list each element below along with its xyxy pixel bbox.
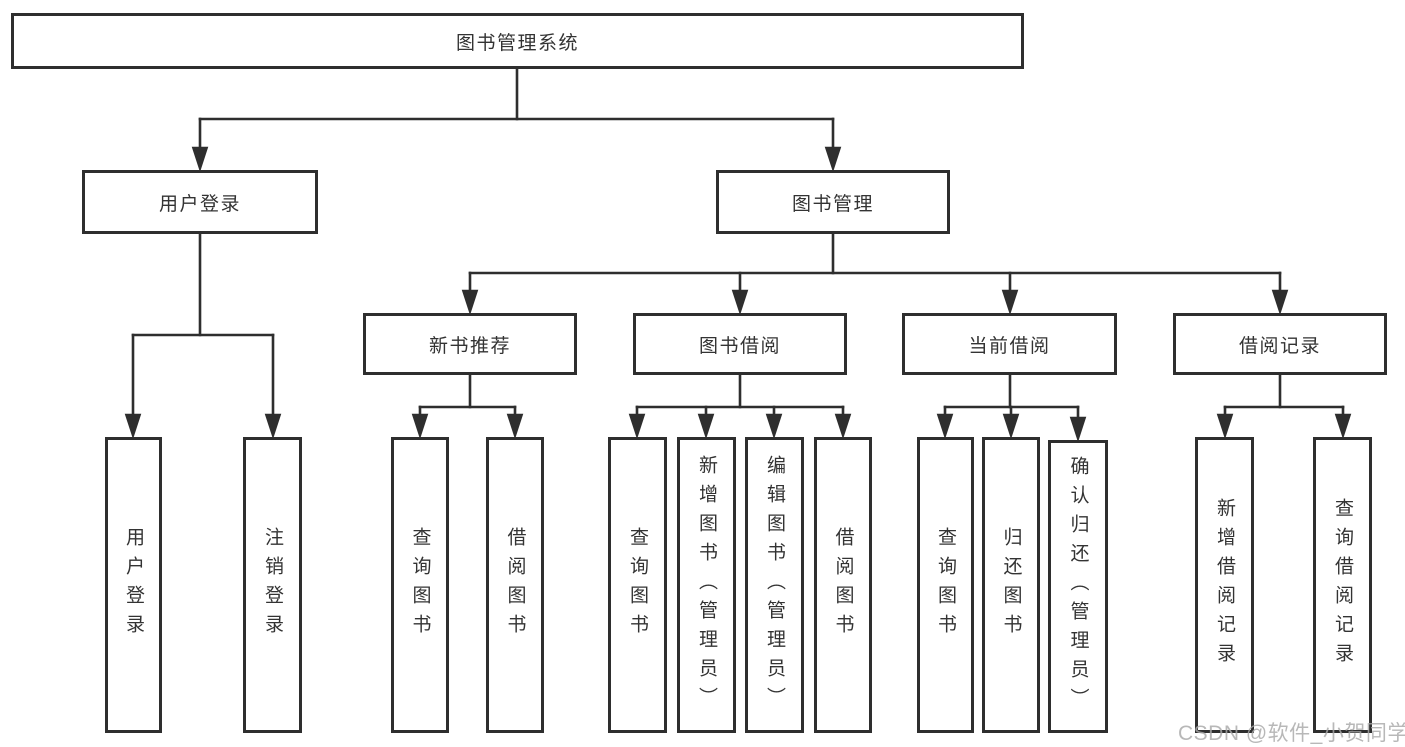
leaf-edit-books-admin: 编辑图书（管理员）	[745, 437, 804, 733]
node-label: 用户登录	[158, 193, 241, 215]
leaf-add-borrow-record: 新增借阅记录	[1195, 437, 1254, 733]
leaf-user-login: 用户登录	[105, 437, 162, 733]
node-label: 查询图书	[409, 527, 431, 643]
node-new-book-recommend: 新书推荐	[363, 313, 577, 375]
connectors-borrowing-records	[1216, 373, 1352, 440]
connectors-book-management	[461, 232, 1289, 316]
leaf-confirm-return-admin: 确认归还（管理员）	[1048, 440, 1108, 733]
connectors-new-book-recommend	[411, 373, 524, 440]
leaf-add-books-admin: 新增图书（管理员）	[677, 437, 736, 733]
node-label: 新书推荐	[428, 335, 511, 357]
node-label: 归还图书	[1000, 527, 1022, 643]
node-user-login: 用户登录	[82, 170, 318, 234]
node-label: 图书管理系统	[455, 32, 579, 54]
node-current-borrowing: 当前借阅	[902, 313, 1117, 375]
node-label: 新增借阅记录	[1214, 498, 1235, 672]
leaf-query-borrow-record: 查询借阅记录	[1313, 437, 1372, 733]
leaf-borrow-books: 借阅图书	[814, 437, 872, 733]
connectors-book-borrowing	[628, 373, 852, 440]
node-label: 注销登录	[262, 527, 283, 643]
leaf-query-books-current: 查询图书	[917, 437, 974, 733]
leaf-query-books-borrowing: 查询图书	[608, 437, 667, 733]
leaf-query-books-recommend: 查询图书	[391, 437, 449, 733]
node-label: 用户登录	[123, 527, 144, 643]
node-label: 新增图书（管理员）	[696, 454, 717, 716]
node-library-system: 图书管理系统	[11, 13, 1024, 69]
node-label: 图书借阅	[698, 335, 781, 357]
node-label: 当前借阅	[968, 335, 1051, 357]
node-label: 编辑图书（管理员）	[764, 454, 785, 716]
connectors-root	[191, 67, 842, 173]
node-label: 查询借阅记录	[1332, 498, 1353, 672]
connectors-user-login	[124, 232, 282, 440]
leaf-logout: 注销登录	[243, 437, 302, 733]
node-label: 借阅记录	[1238, 335, 1321, 357]
node-label: 查询图书	[627, 527, 648, 643]
leaf-borrow-books-recommend: 借阅图书	[486, 437, 544, 733]
node-label: 查询图书	[935, 527, 956, 643]
leaf-return-books: 归还图书	[982, 437, 1040, 733]
node-label: 确认归还（管理员）	[1067, 456, 1089, 717]
node-label: 图书管理	[791, 193, 874, 215]
node-book-borrowing: 图书借阅	[633, 313, 847, 375]
node-label: 借阅图书	[832, 527, 854, 643]
csdn-watermark: CSDN @软件_小贺同学	[1178, 722, 1405, 745]
node-label: 借阅图书	[504, 527, 526, 643]
node-book-management: 图书管理	[716, 170, 950, 234]
connectors-current-borrowing	[936, 373, 1087, 443]
node-borrowing-records: 借阅记录	[1173, 313, 1387, 375]
